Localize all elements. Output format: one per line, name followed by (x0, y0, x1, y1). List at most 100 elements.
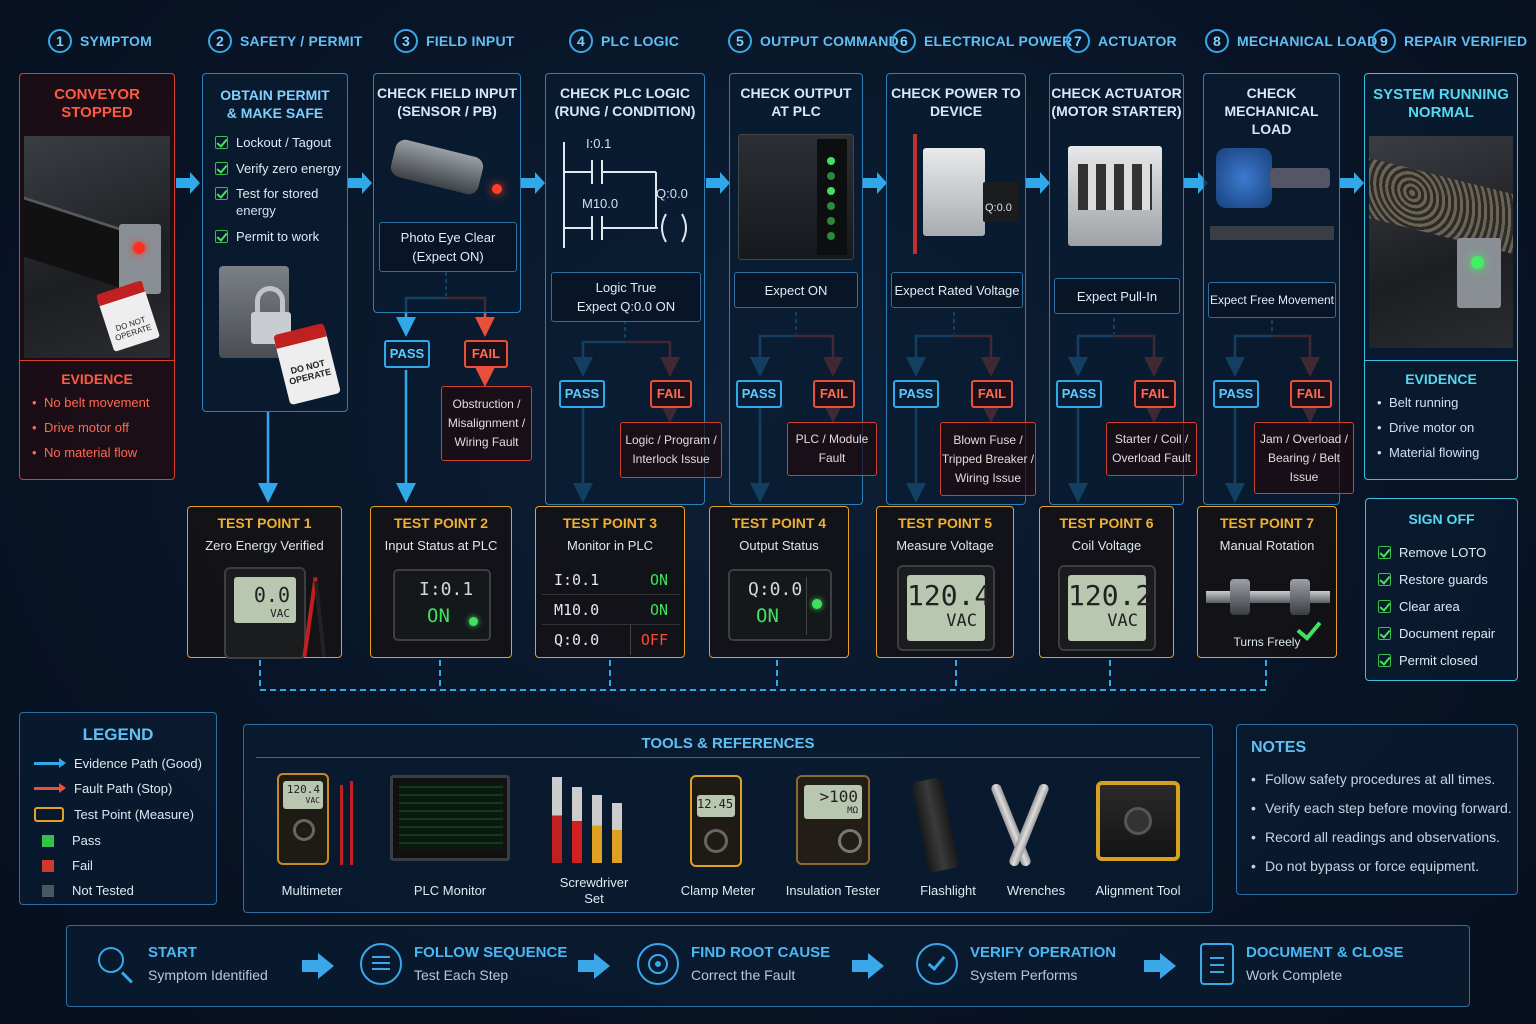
legend-item: Not Tested (34, 878, 202, 903)
tool-label-wrenches: Wrenches (1006, 883, 1066, 898)
tools-title: TOOLS & REFERENCES (641, 735, 815, 752)
tool-label-multimeter: Multimeter (281, 883, 343, 898)
plc-module-image (738, 134, 854, 260)
field-pass-badge: PASS (384, 340, 430, 368)
tool-label-insulation-tester: Insulation Tester (785, 883, 881, 898)
red-sensor-light-icon (492, 184, 502, 194)
note-item: Do not bypass or force equipment. (1251, 852, 1512, 881)
checkbox-icon (215, 135, 228, 149)
legend-item: Fail (34, 853, 202, 878)
repair-evidence-title: EVIDENCE (1405, 371, 1477, 387)
green-indicator-light-icon (1471, 256, 1484, 269)
actuator-expect-box: Expect Pull-In (1054, 278, 1180, 314)
relay-label: Q:0.0 (985, 202, 1012, 214)
plc-fail-badge: FAIL (650, 380, 692, 408)
output-fail-badge: FAIL (813, 380, 855, 408)
sign-off-title: SIGN OFF (1408, 511, 1475, 527)
output-pass-badge: PASS (736, 380, 782, 408)
target-icon (637, 943, 679, 985)
field-fail-badge: FAIL (464, 340, 508, 368)
led-indicator-icon (827, 157, 835, 165)
tool-label-screwdriver: Screwdriver (559, 875, 629, 890)
contactor-image: Q:0.0 (897, 130, 1021, 262)
photo-eye-sensor-image (388, 137, 507, 200)
repair-evidence-list: Belt running Drive motor on Material flo… (1365, 390, 1479, 465)
contact-label-1: I:0.1 (586, 136, 612, 151)
tool-label-clamp-meter: Clamp Meter (680, 883, 756, 898)
checkbox-icon (1378, 573, 1391, 586)
field-input-card: CHECK FIELD INPUT(SENSOR / PB) Photo Eye… (373, 73, 521, 313)
plc-fault-box: Logic / Program /Interlock Issue (620, 422, 722, 478)
padlock-icon (255, 286, 285, 316)
test-lead-icon (350, 781, 353, 865)
legend-item: Pass (34, 828, 202, 853)
input-status-display: I:0.1 ON (393, 569, 491, 641)
checkbox-icon (215, 229, 228, 243)
running-conveyor-image (1369, 136, 1513, 348)
fail-swatch (42, 859, 54, 872)
checkmark-icon (916, 943, 958, 985)
power-fault-box: Blown Fuse /Tripped Breaker /Wiring Issu… (940, 422, 1036, 496)
output-expect-box: Expect ON (734, 272, 858, 308)
clamp-meter-icon: 12.45 (690, 775, 742, 867)
notes-title: NOTES (1251, 739, 1307, 756)
mech-fail-badge: FAIL (1290, 380, 1332, 408)
process-flow-bar (66, 925, 1470, 1007)
checkbox-icon (1378, 627, 1391, 640)
legend-item: Test Point (Measure) (34, 801, 202, 828)
power-fail-badge: FAIL (971, 380, 1013, 408)
legend-panel: LEGEND Evidence Path (Good) Fault Path (… (19, 712, 217, 905)
power-pass-badge: PASS (893, 380, 939, 408)
actuator-fail-badge: FAIL (1134, 380, 1176, 408)
note-item: Record all readings and observations. (1251, 823, 1512, 852)
pass-swatch (42, 834, 54, 847)
actuator-pass-badge: PASS (1056, 380, 1102, 408)
notes-panel: NOTES Follow safety procedures at all ti… (1236, 724, 1518, 895)
plc-monitor-icon (390, 775, 510, 861)
mech-expect-box: Expect Free Movement (1208, 282, 1336, 318)
test-point-2: TEST POINT 2 Input Status at PLC I:0.1 O… (370, 506, 512, 658)
checkbox-icon (1378, 654, 1391, 667)
not-tested-swatch (42, 884, 54, 897)
checkbox-icon (1378, 546, 1391, 559)
permit-card: OBTAIN PERMIT& MAKE SAFE Lockout / Tagou… (202, 73, 348, 412)
screwdriver-set-icon (546, 777, 636, 867)
motor-starter-image (1064, 132, 1170, 262)
note-item: Verify each step before moving forward. (1251, 794, 1512, 823)
tool-label-alignment-tool: Alignment Tool (1095, 883, 1181, 898)
motor-image (1210, 138, 1334, 258)
symptom-evidence-list: No belt movement Drive motor off No mate… (20, 390, 150, 465)
field-expect-box: Photo Eye Clear(Expect ON) (379, 222, 517, 272)
actuator-fault-box: Starter / Coil /Overload Fault (1106, 422, 1197, 476)
tool-label-plc-monitor: PLC Monitor (413, 883, 487, 898)
alignment-tool-icon (1096, 781, 1180, 861)
note-item: Follow safety procedures at all times. (1251, 765, 1512, 794)
permit-checklist: Lockout / Tagout Verify zero energy Test… (215, 131, 341, 247)
checkbox-icon (215, 161, 228, 175)
